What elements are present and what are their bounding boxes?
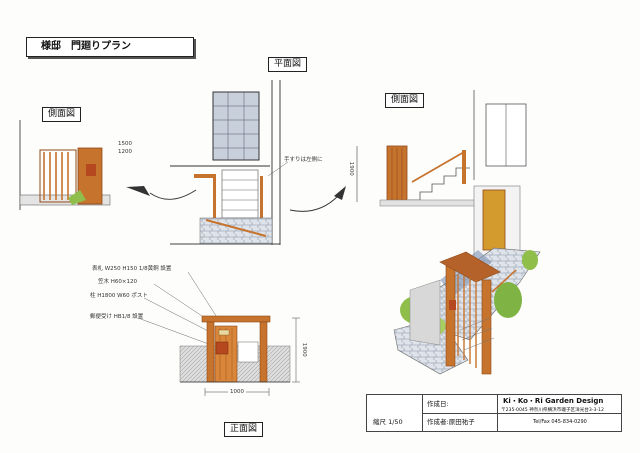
front-view-label: 正面図	[224, 422, 264, 437]
front-note-mailbox: 郵便受け HB1/8 設置	[90, 314, 144, 320]
front-elevation	[137, 271, 300, 396]
side-elevation-left	[19, 120, 111, 210]
flow-arrow-right	[289, 195, 339, 212]
arrow-head-icon	[126, 186, 150, 196]
front-note-coping: 笠木 H60×120	[98, 279, 137, 285]
flow-arrow-left	[149, 189, 197, 200]
side-note-1: 1500	[118, 141, 132, 147]
date-label: 作成日:	[427, 400, 449, 408]
side-view-label-left: 側面図	[42, 107, 82, 122]
front-note-post: 柱 H1800 W60 ポスト	[90, 293, 148, 299]
company-address: 〒235-0045 神奈川県横浜市磯子区洋光台3-3-12	[501, 408, 604, 413]
width-dimension-front: 1000	[228, 389, 246, 396]
title-block-divider	[422, 413, 621, 414]
company-name: Ki・Ko・Ri Garden Design	[503, 397, 604, 405]
perspective-sketch	[393, 185, 541, 375]
front-note-nameplate: 表札 W250 H150 1/8黄銅 設置	[92, 266, 172, 272]
side-note-2: 1200	[118, 149, 132, 155]
height-dimension-left: 1900	[347, 161, 354, 176]
drawing-title: 様邸 門廻りプラン	[26, 37, 194, 57]
side-elevation-right	[356, 90, 527, 207]
side-view-label-right: 側面図	[385, 93, 425, 108]
title-block-divider	[497, 395, 498, 431]
height-dimension-front: 1900	[300, 342, 307, 357]
company-tel: Tel/Fax 045-834-0290	[533, 419, 587, 425]
author-label: 作成者:原田祐子	[427, 418, 475, 426]
plan-view-label: 平面図	[268, 57, 308, 72]
scale-label: 縮尺 1/50	[373, 418, 403, 426]
arrow-head-icon	[334, 186, 346, 200]
plan-view	[170, 80, 281, 245]
leader-line	[267, 161, 289, 177]
title-block: 作成日: 縮尺 1/50 作成者:原田祐子 Ki・Ko・Ri Garden De…	[366, 394, 622, 432]
plan-handrail-note: 手すりは左側に	[284, 157, 323, 163]
